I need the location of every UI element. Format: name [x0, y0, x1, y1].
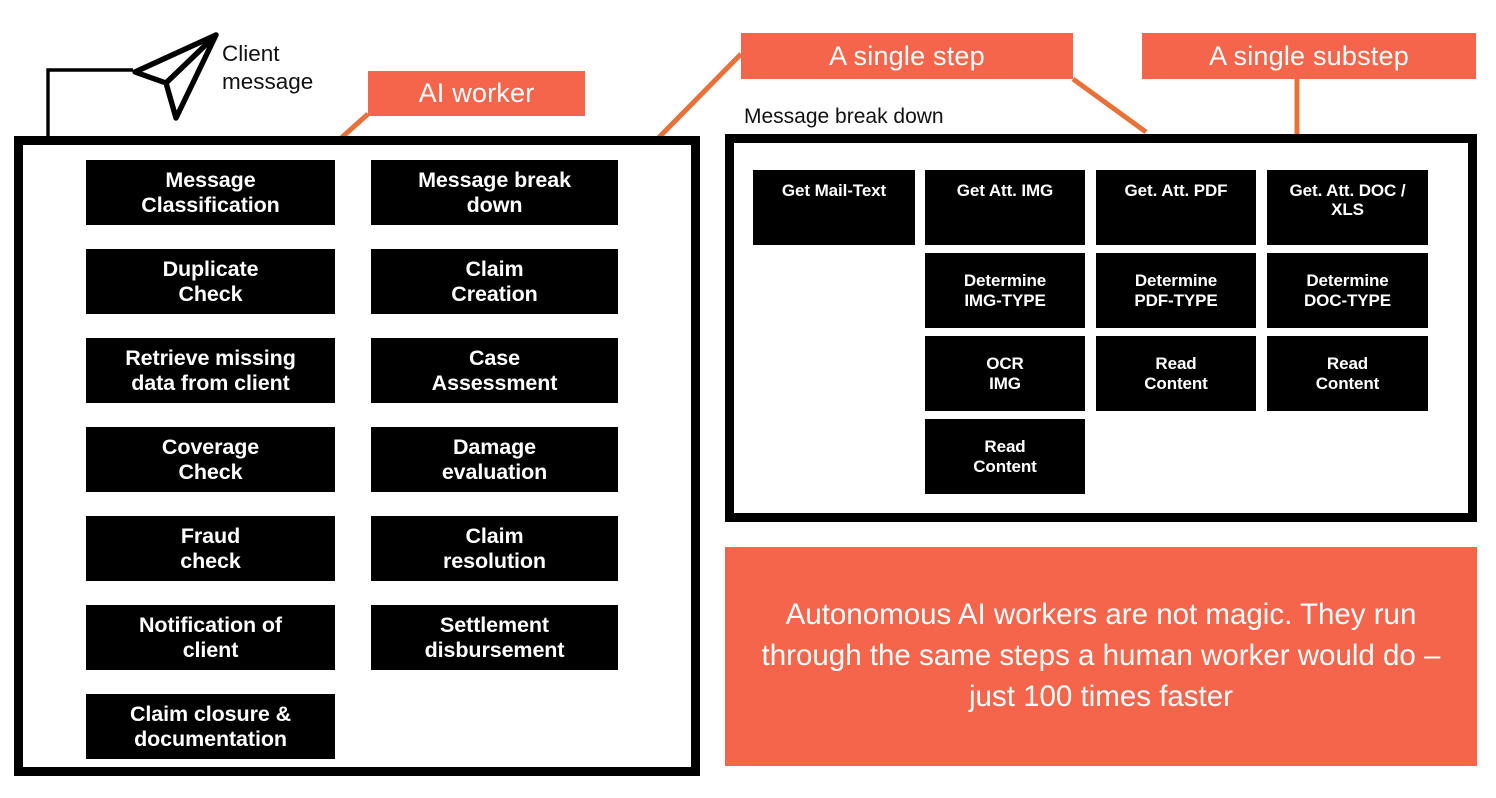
breakdown-step-box[interactable]: Get Att. IMG: [925, 170, 1085, 245]
paper-plane-icon: [132, 32, 219, 121]
client-message-label: Client message: [222, 40, 352, 96]
client-message-line2: message: [222, 69, 314, 95]
breakdown-step-box[interactable]: Get Mail-Text: [753, 170, 915, 245]
leader-single-step-right: [1071, 76, 1148, 135]
worker-step-box[interactable]: Claim closure &documentation: [86, 694, 335, 759]
breakdown-step-box[interactable]: Get. Att. PDF: [1096, 170, 1256, 245]
callout-single-step: A single step: [741, 33, 1073, 79]
breakdown-panel-title: Message break down: [744, 105, 944, 128]
quote-text: Autonomous AI workers are not magic. The…: [761, 598, 1441, 713]
callout-ai-worker-label: AI worker: [418, 78, 535, 108]
callout-single-substep-label: A single substep: [1209, 40, 1409, 71]
callout-single-step-label: A single step: [829, 40, 985, 71]
callout-ai-worker: AI worker: [368, 71, 585, 116]
breakdown-step-box[interactable]: Get. Att. DOC /XLS: [1267, 170, 1428, 245]
callout-single-substep: A single substep: [1142, 33, 1476, 79]
client-message-line1: Client: [222, 41, 280, 66]
quote-callout: Autonomous AI workers are not magic. The…: [725, 547, 1477, 766]
